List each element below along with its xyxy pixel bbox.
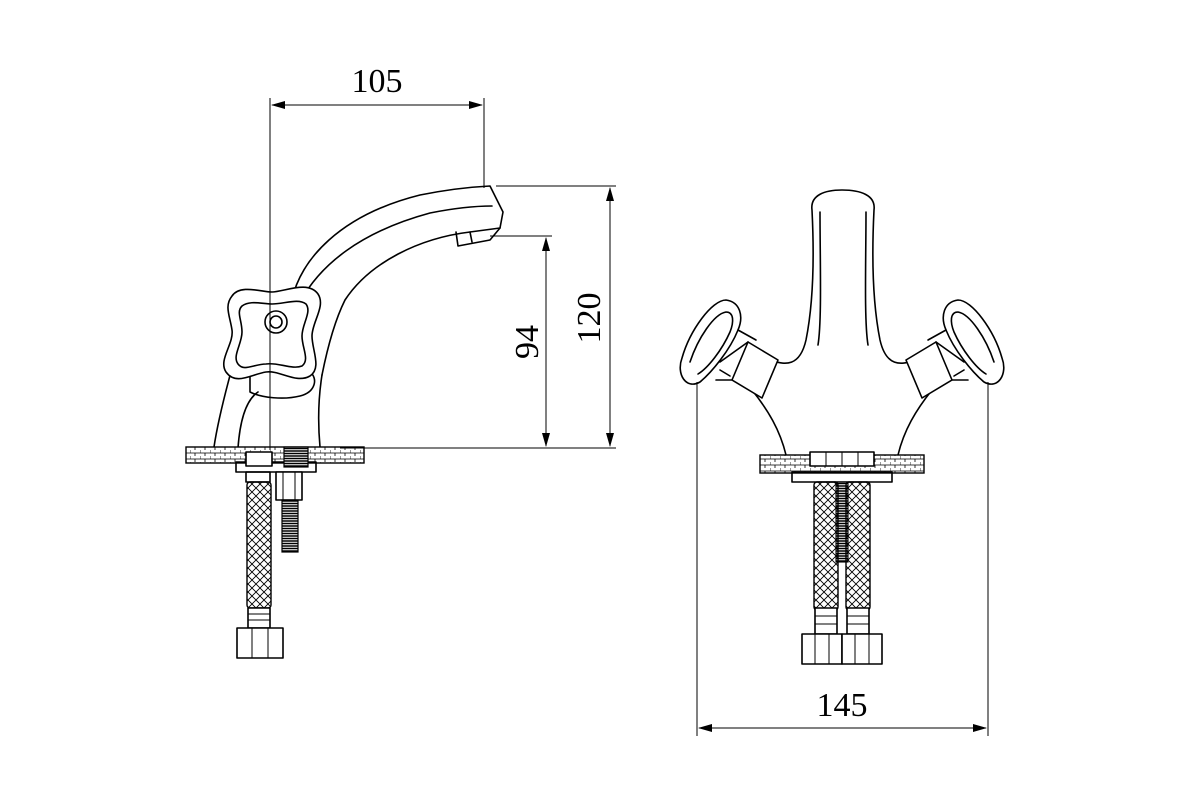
spout-body <box>291 185 504 376</box>
right-braided-hose <box>845 481 871 611</box>
left-valve-body <box>731 341 779 399</box>
deck-gasket <box>185 446 365 464</box>
threaded-stud <box>281 499 299 553</box>
dimension-total-width: 145 <box>817 687 868 724</box>
hose-nut <box>236 627 284 659</box>
spout-inner-line <box>299 205 493 303</box>
left-handle <box>679 299 742 385</box>
left-braided-hose <box>813 481 839 611</box>
left-hose-nut <box>801 633 843 665</box>
aerator <box>455 227 501 247</box>
right-hose-nut <box>841 633 883 665</box>
faucet-body <box>213 367 323 448</box>
dimension-spout-reach: 105 <box>352 63 403 100</box>
right-valve-body <box>905 341 953 399</box>
side-view <box>185 185 504 659</box>
mounting-nut <box>275 471 303 501</box>
front-spout <box>765 189 921 364</box>
right-handle <box>942 299 1005 385</box>
dimension-total-height: 120 <box>571 293 608 344</box>
side-dimensions: 105 94 120 <box>269 63 616 450</box>
dimension-spout-height: 94 <box>509 325 546 359</box>
braided-hose <box>246 481 272 609</box>
handle-cap <box>264 310 288 334</box>
front-view <box>679 189 1005 665</box>
front-dimensions: 145 <box>696 382 989 736</box>
